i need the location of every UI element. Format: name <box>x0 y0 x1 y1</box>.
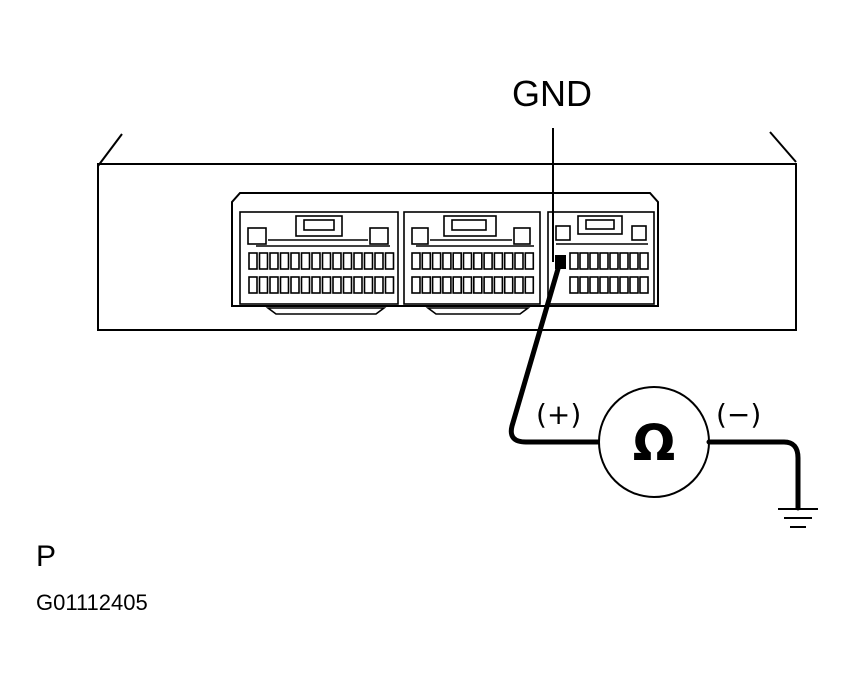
connector-a-pin-cavity <box>269 252 279 270</box>
connector-b-pin-cavity <box>452 276 463 294</box>
connector-a-pin-cavity <box>311 252 321 270</box>
connector-c-pin-cavity <box>619 252 629 270</box>
connector-a-pin-cavity <box>363 252 374 270</box>
connector-c-pin-cavity <box>629 276 639 294</box>
connector-c-pin-cavity <box>589 276 599 294</box>
connector-c-pin-cavity <box>639 252 649 270</box>
connector-b-pin-cavity <box>472 252 483 270</box>
connector-b-pin-cavity <box>503 276 514 294</box>
connector-b-pin-cavity <box>524 252 535 270</box>
connector-a-pin-cavity <box>311 276 321 294</box>
connector-a-pin-cavity <box>290 276 300 294</box>
negative-probe-lead <box>706 439 801 511</box>
connector-a-pin-cavity <box>321 252 332 270</box>
connector-c-pin-cavity <box>639 276 649 294</box>
connector-b-pin-cavity <box>421 276 432 294</box>
connector-a-pin-cavity <box>279 276 290 294</box>
connector-a-pin-cavity <box>353 252 363 270</box>
connector-a-pin-cavity <box>248 276 258 294</box>
connector-a-pin-cavity <box>374 252 384 270</box>
connector-a-pin-cavity <box>258 252 269 270</box>
connector-c-pin-cavity <box>579 252 589 270</box>
connector-b <box>403 211 541 315</box>
connector-a-pin-cavity <box>290 252 300 270</box>
connector-a-pin-cavity <box>353 276 363 294</box>
connector-b-pin-cavity <box>483 276 493 294</box>
connector-a-pin-cavity <box>363 276 374 294</box>
connector-a-pin-cavity <box>248 252 258 270</box>
connector-b-pin-cavity <box>483 252 493 270</box>
connector-b-pin-cavity <box>452 252 463 270</box>
connector-a-pin-cavity <box>258 276 269 294</box>
connector-b-pins <box>411 252 535 294</box>
ohm-symbol: Ω <box>633 414 676 472</box>
connector-a-pin-cavity <box>332 276 342 294</box>
ecu-housing <box>97 131 797 331</box>
connector-a-pin-cavity <box>269 276 279 294</box>
connector-b-pin-cavity <box>462 276 473 294</box>
page-letter: P <box>36 540 56 573</box>
connector-c-pin-cavity <box>579 276 589 294</box>
connector-b-pin-cavity <box>462 252 473 270</box>
connector-b-pin-cavity <box>421 252 432 270</box>
connector-c-pins <box>569 252 649 294</box>
connector-a-pin-cavity <box>374 276 384 294</box>
connector-a-pin-cavity <box>279 252 290 270</box>
connector-b-pin-cavity <box>472 276 483 294</box>
ecu-connector-block <box>231 192 659 307</box>
connector-c-pin-cavity <box>619 276 629 294</box>
connector-b-pin-cavity <box>411 276 421 294</box>
connector-a-pins <box>248 252 395 294</box>
connector-b-pin-cavity <box>524 276 535 294</box>
positive-probe-lead <box>508 259 603 445</box>
connector-b-pin-cavity <box>514 252 524 270</box>
connector-a-pin-cavity <box>300 252 311 270</box>
connector-a-pin-cavity <box>342 276 353 294</box>
figure-code: G01112405 <box>36 590 148 615</box>
connector-b-pin-cavity <box>514 276 524 294</box>
connector-b-pin-cavity <box>411 252 421 270</box>
connector-c-pin-cavity <box>609 252 619 270</box>
connector-c-pin-cavity <box>569 276 579 294</box>
connector-b-pin-cavity <box>442 276 452 294</box>
connector-b-pin-cavity <box>493 276 504 294</box>
connector-b-pin-cavity <box>503 252 514 270</box>
connector-c-pin-cavity <box>599 276 609 294</box>
positive-probe-label: (+) <box>536 398 581 431</box>
connector-c-pin-cavity <box>589 252 599 270</box>
gnd-label: GND <box>512 73 592 114</box>
connector-a-pin-cavity <box>384 276 395 294</box>
connector-a <box>239 211 399 315</box>
ground-symbol-icon <box>778 508 818 528</box>
connector-a-pin-cavity <box>321 276 332 294</box>
connector-a-pin-cavity <box>342 252 353 270</box>
connector-b-pin-cavity <box>431 276 442 294</box>
connector-b-pin-cavity <box>493 252 504 270</box>
connector-a-pin-cavity <box>332 252 342 270</box>
connector-a-pin-cavity <box>300 276 311 294</box>
connector-b-pin-cavity <box>442 252 452 270</box>
negative-probe-label: (−) <box>716 398 761 431</box>
connector-c-pin-cavity <box>609 276 619 294</box>
connector-c-pin-cavity <box>599 252 609 270</box>
connector-a-pin-cavity <box>384 252 395 270</box>
connector-c-pin-cavity <box>569 252 579 270</box>
ohmmeter-icon: Ω <box>598 386 710 498</box>
connector-c <box>547 211 655 305</box>
connector-b-pin-cavity <box>431 252 442 270</box>
connector-c-pin-cavity <box>629 252 639 270</box>
